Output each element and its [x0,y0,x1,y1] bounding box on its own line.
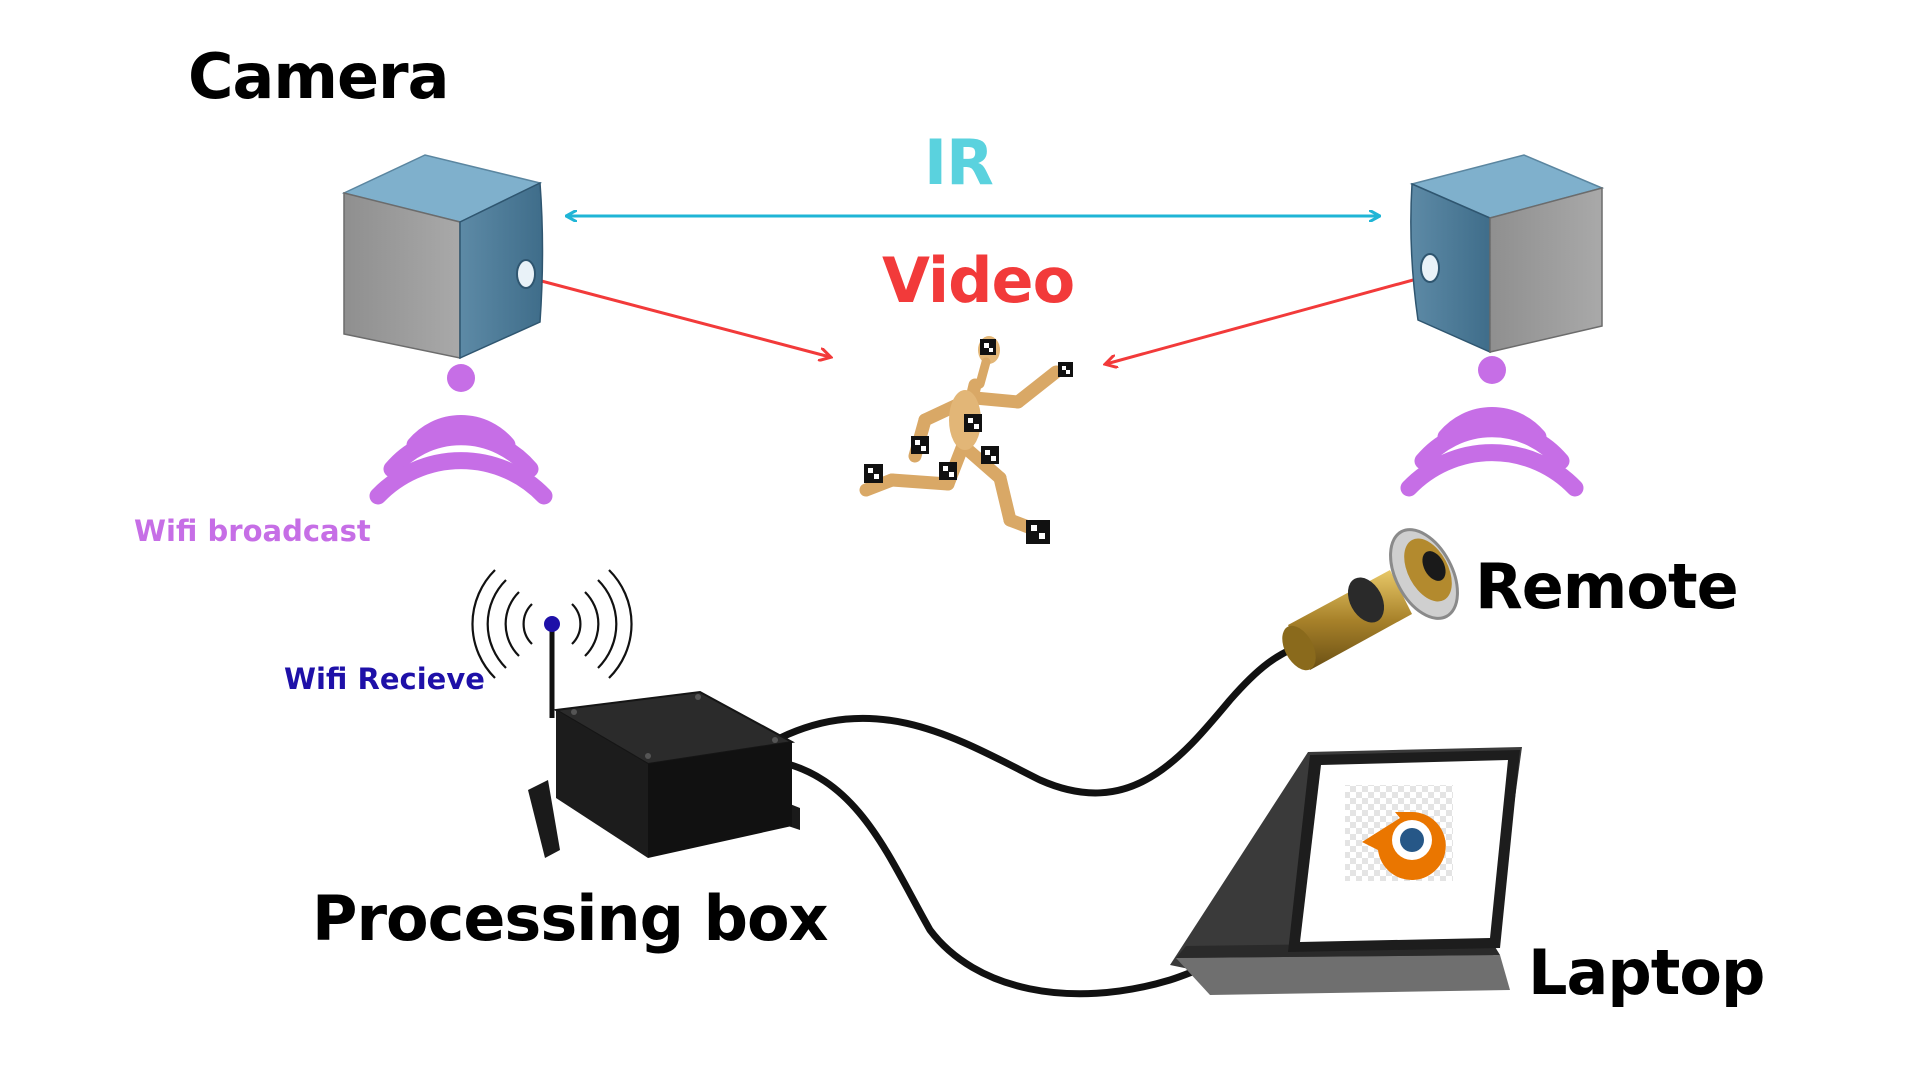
processing-box-icon [528,690,800,858]
antenna-icon [471,569,633,718]
mannequin-icon [859,336,1073,544]
camera-label: Camera [188,40,449,113]
video-arrow-left [529,276,830,357]
blender-logo-icon [1345,785,1453,881]
wifi-broadcast-label: Wifi broadcast [134,514,371,548]
wifi-broadcast-icon [1400,356,1584,497]
cable [776,641,1304,998]
remote-label: Remote [1475,550,1739,623]
camera-icon [341,154,544,360]
laptop-icon [1170,747,1522,995]
ir-label: IR [924,126,994,199]
remote-icon [1282,528,1459,671]
wifi-receive-label: Wifi Recieve [284,662,485,696]
video-label: Video [882,244,1075,317]
camera-icon [1409,154,1605,354]
wifi-broadcast-icon [369,364,553,505]
laptop-label: Laptop [1528,936,1765,1009]
processing-box-label: Processing box [312,882,829,955]
video-arrow-right [1106,275,1425,364]
